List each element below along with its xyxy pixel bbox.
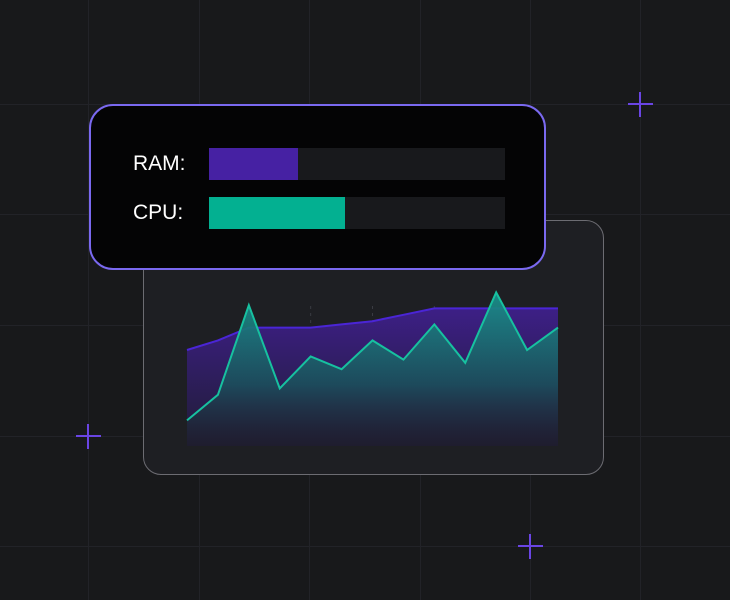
ram-progress-bar: [209, 148, 505, 180]
grid-line: [0, 546, 730, 547]
ram-progress-fill: [209, 148, 298, 180]
chart-card: [143, 220, 604, 475]
grid-line: [88, 0, 89, 600]
cpu-row: CPU:: [133, 197, 505, 229]
cpu-progress-bar: [209, 197, 505, 229]
cpu-label: CPU:: [133, 201, 184, 224]
plus-icon: [628, 92, 653, 117]
plus-icon: [76, 424, 101, 449]
plus-icon: [518, 534, 543, 559]
resource-usage-card: RAM: CPU:: [89, 104, 546, 270]
grid-line: [640, 0, 641, 600]
area-chart: [186, 290, 559, 446]
ram-row: RAM:: [133, 148, 505, 180]
ram-label: RAM:: [133, 152, 186, 175]
cpu-progress-fill: [209, 197, 346, 229]
